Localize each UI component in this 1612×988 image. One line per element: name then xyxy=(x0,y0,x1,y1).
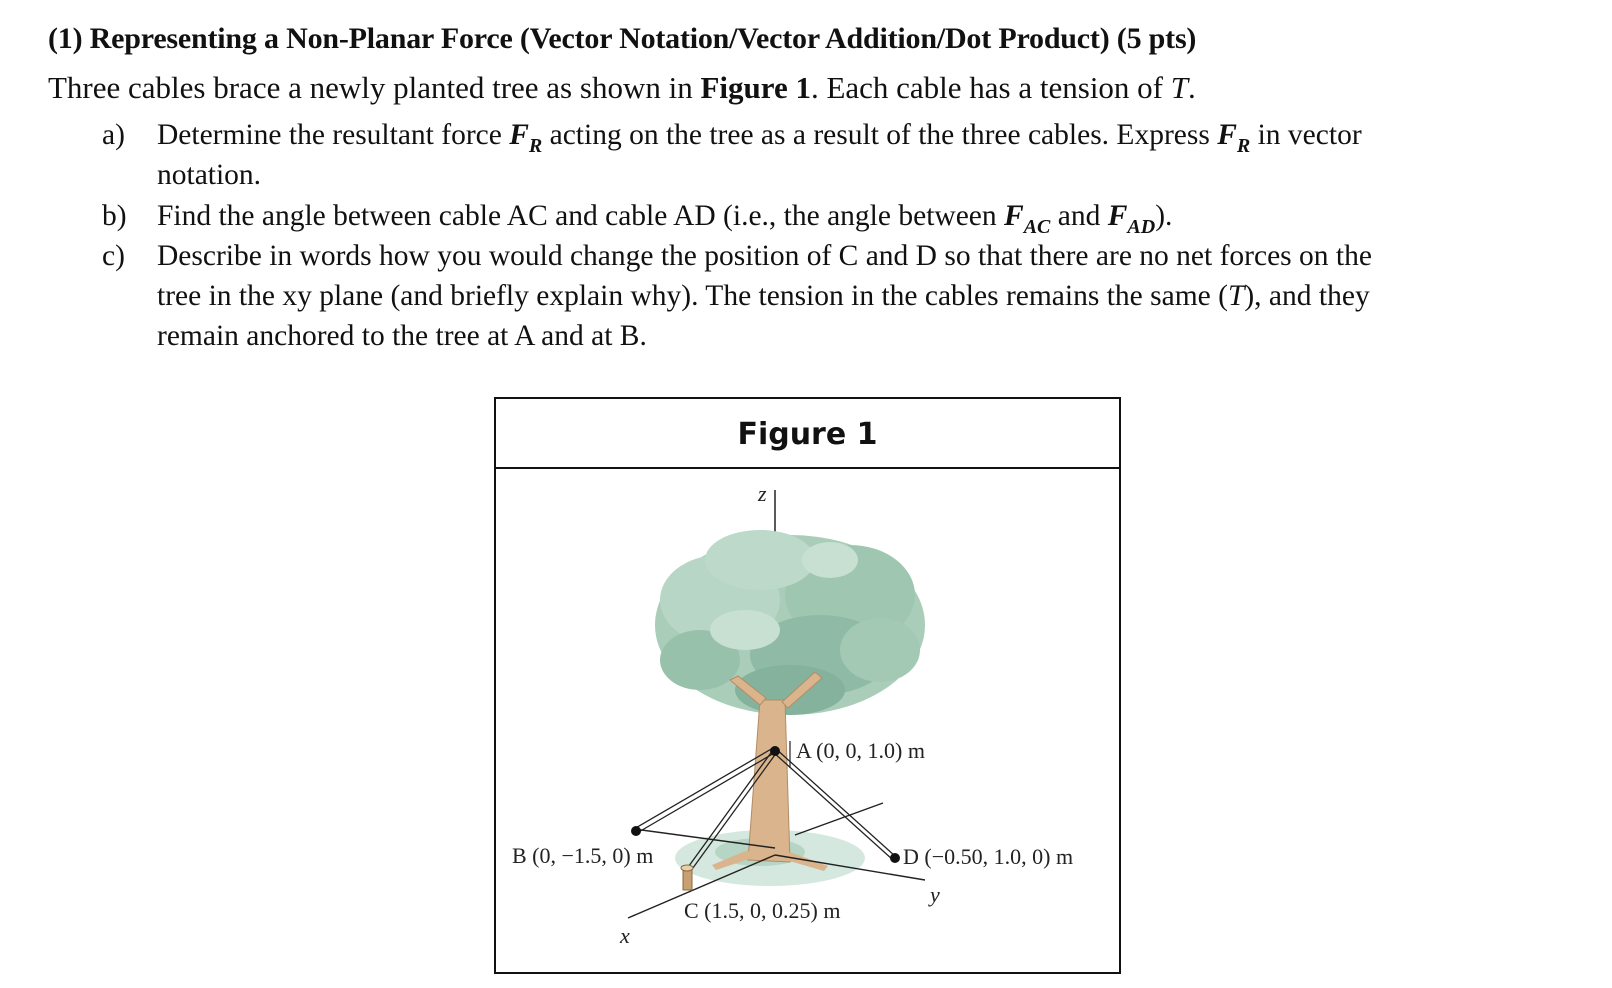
cable-ad xyxy=(772,747,896,861)
part-a-line1: Determine the resultant force FR acting … xyxy=(157,119,1362,157)
point-a-label: A (0, 0, 1.0) m xyxy=(796,738,925,763)
tree-trunk xyxy=(712,671,828,871)
ground-line-d xyxy=(794,802,884,836)
point-b-marker xyxy=(631,826,641,836)
axis-x-label: x xyxy=(619,923,630,948)
part-a-line2: notation. xyxy=(157,159,262,191)
problem-intro: Three cables brace a newly planted tree … xyxy=(48,70,1196,105)
part-c-line3: remain anchored to the tree at A and at … xyxy=(157,320,647,352)
figure-1: Figure 1 xyxy=(494,397,1121,974)
point-d-label: D (−0.50, 1.0, 0) m xyxy=(903,844,1073,869)
point-b-label: B (0, −1.5, 0) m xyxy=(512,843,653,868)
part-b-marker: b) xyxy=(102,200,127,232)
cable-ab xyxy=(633,747,777,834)
figure-header: Figure 1 xyxy=(496,399,1119,469)
part-c-line1: Describe in words how you would change t… xyxy=(157,240,1372,272)
tree-foliage xyxy=(655,530,925,715)
point-d-marker xyxy=(890,853,900,863)
ground-line-b xyxy=(633,828,776,849)
problem-title: (1) Representing a Non-Planar Force (Vec… xyxy=(48,22,1197,55)
part-a-marker: a) xyxy=(102,119,125,151)
point-c-label: C (1.5, 0, 0.25) m xyxy=(684,898,840,923)
figure-caption: Figure 1 xyxy=(737,417,878,452)
y-axis xyxy=(774,854,926,881)
point-a-marker xyxy=(770,746,780,756)
x-axis xyxy=(627,854,776,919)
cable-ac xyxy=(685,749,778,873)
part-c-marker: c) xyxy=(102,240,125,272)
stake-c xyxy=(680,864,694,891)
axis-y-label: y xyxy=(928,882,940,907)
part-c-line2: tree in the xy plane (and briefly explai… xyxy=(157,280,1370,312)
part-b-line1: Find the angle between cable AC and cabl… xyxy=(157,200,1173,238)
axis-z-label: z xyxy=(757,481,767,506)
figure-reference: Figure 1 xyxy=(700,70,811,105)
